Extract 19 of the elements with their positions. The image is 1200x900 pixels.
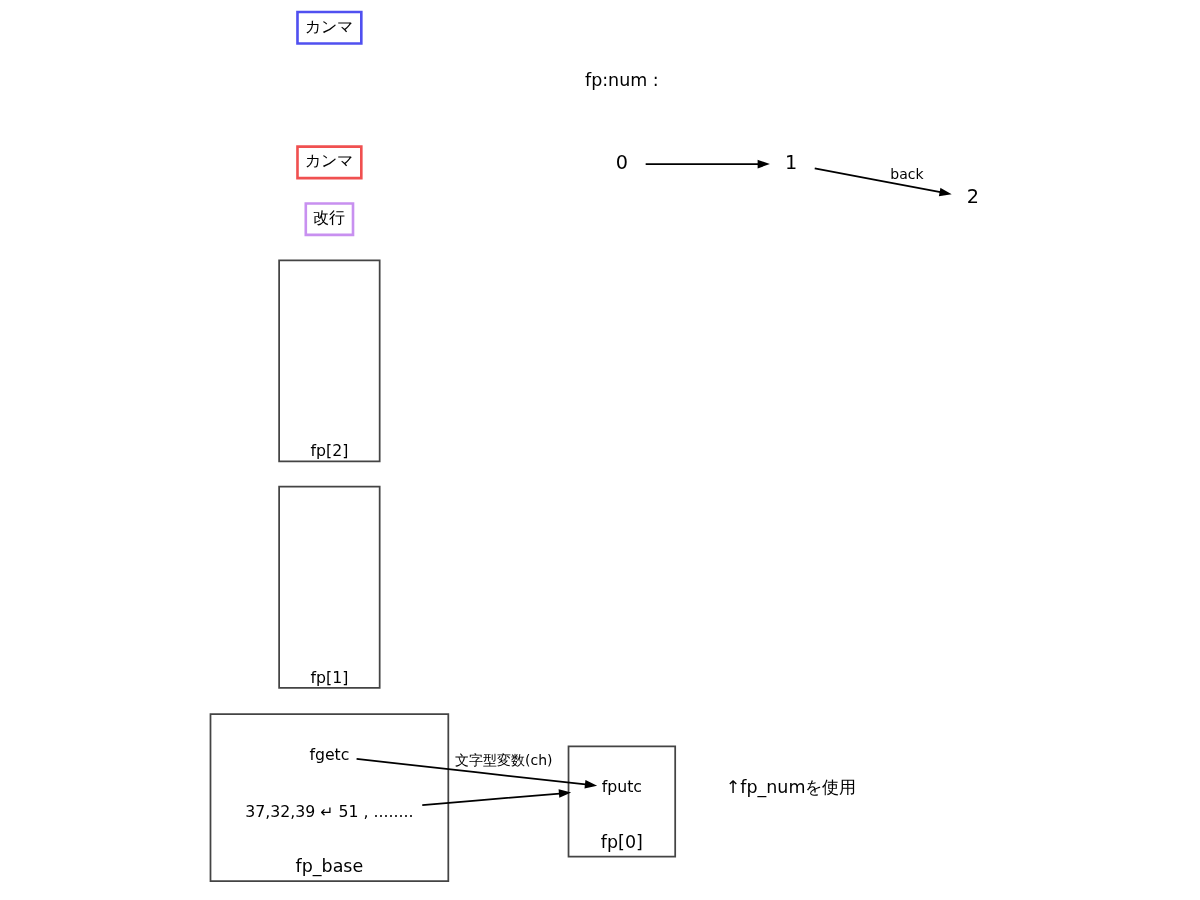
arrow <box>644 159 770 169</box>
label: fp:num : <box>584 70 659 91</box>
node-text: fgetc <box>309 744 350 764</box>
node-box: fp[2] <box>278 259 381 463</box>
node-text: 0 <box>615 150 628 174</box>
edge-label: back <box>890 165 924 182</box>
node-text: fputc <box>601 777 642 797</box>
node-box: 改行 <box>304 202 355 237</box>
label: ↑fp_numを使用 <box>725 776 857 797</box>
arrow <box>813 167 952 197</box>
node-box: カンマ <box>296 145 363 180</box>
arrow <box>421 789 572 806</box>
node-box: カンマ <box>296 10 363 45</box>
arrow <box>355 758 598 789</box>
edge-label: 文字型変数(ch) <box>455 752 553 769</box>
node-box: fp[1] <box>278 485 381 689</box>
node-text: 2 <box>966 185 980 209</box>
node-text: 1 <box>784 150 798 174</box>
node-text: 37,32,39 ↵ 51 , ........ <box>245 801 414 821</box>
